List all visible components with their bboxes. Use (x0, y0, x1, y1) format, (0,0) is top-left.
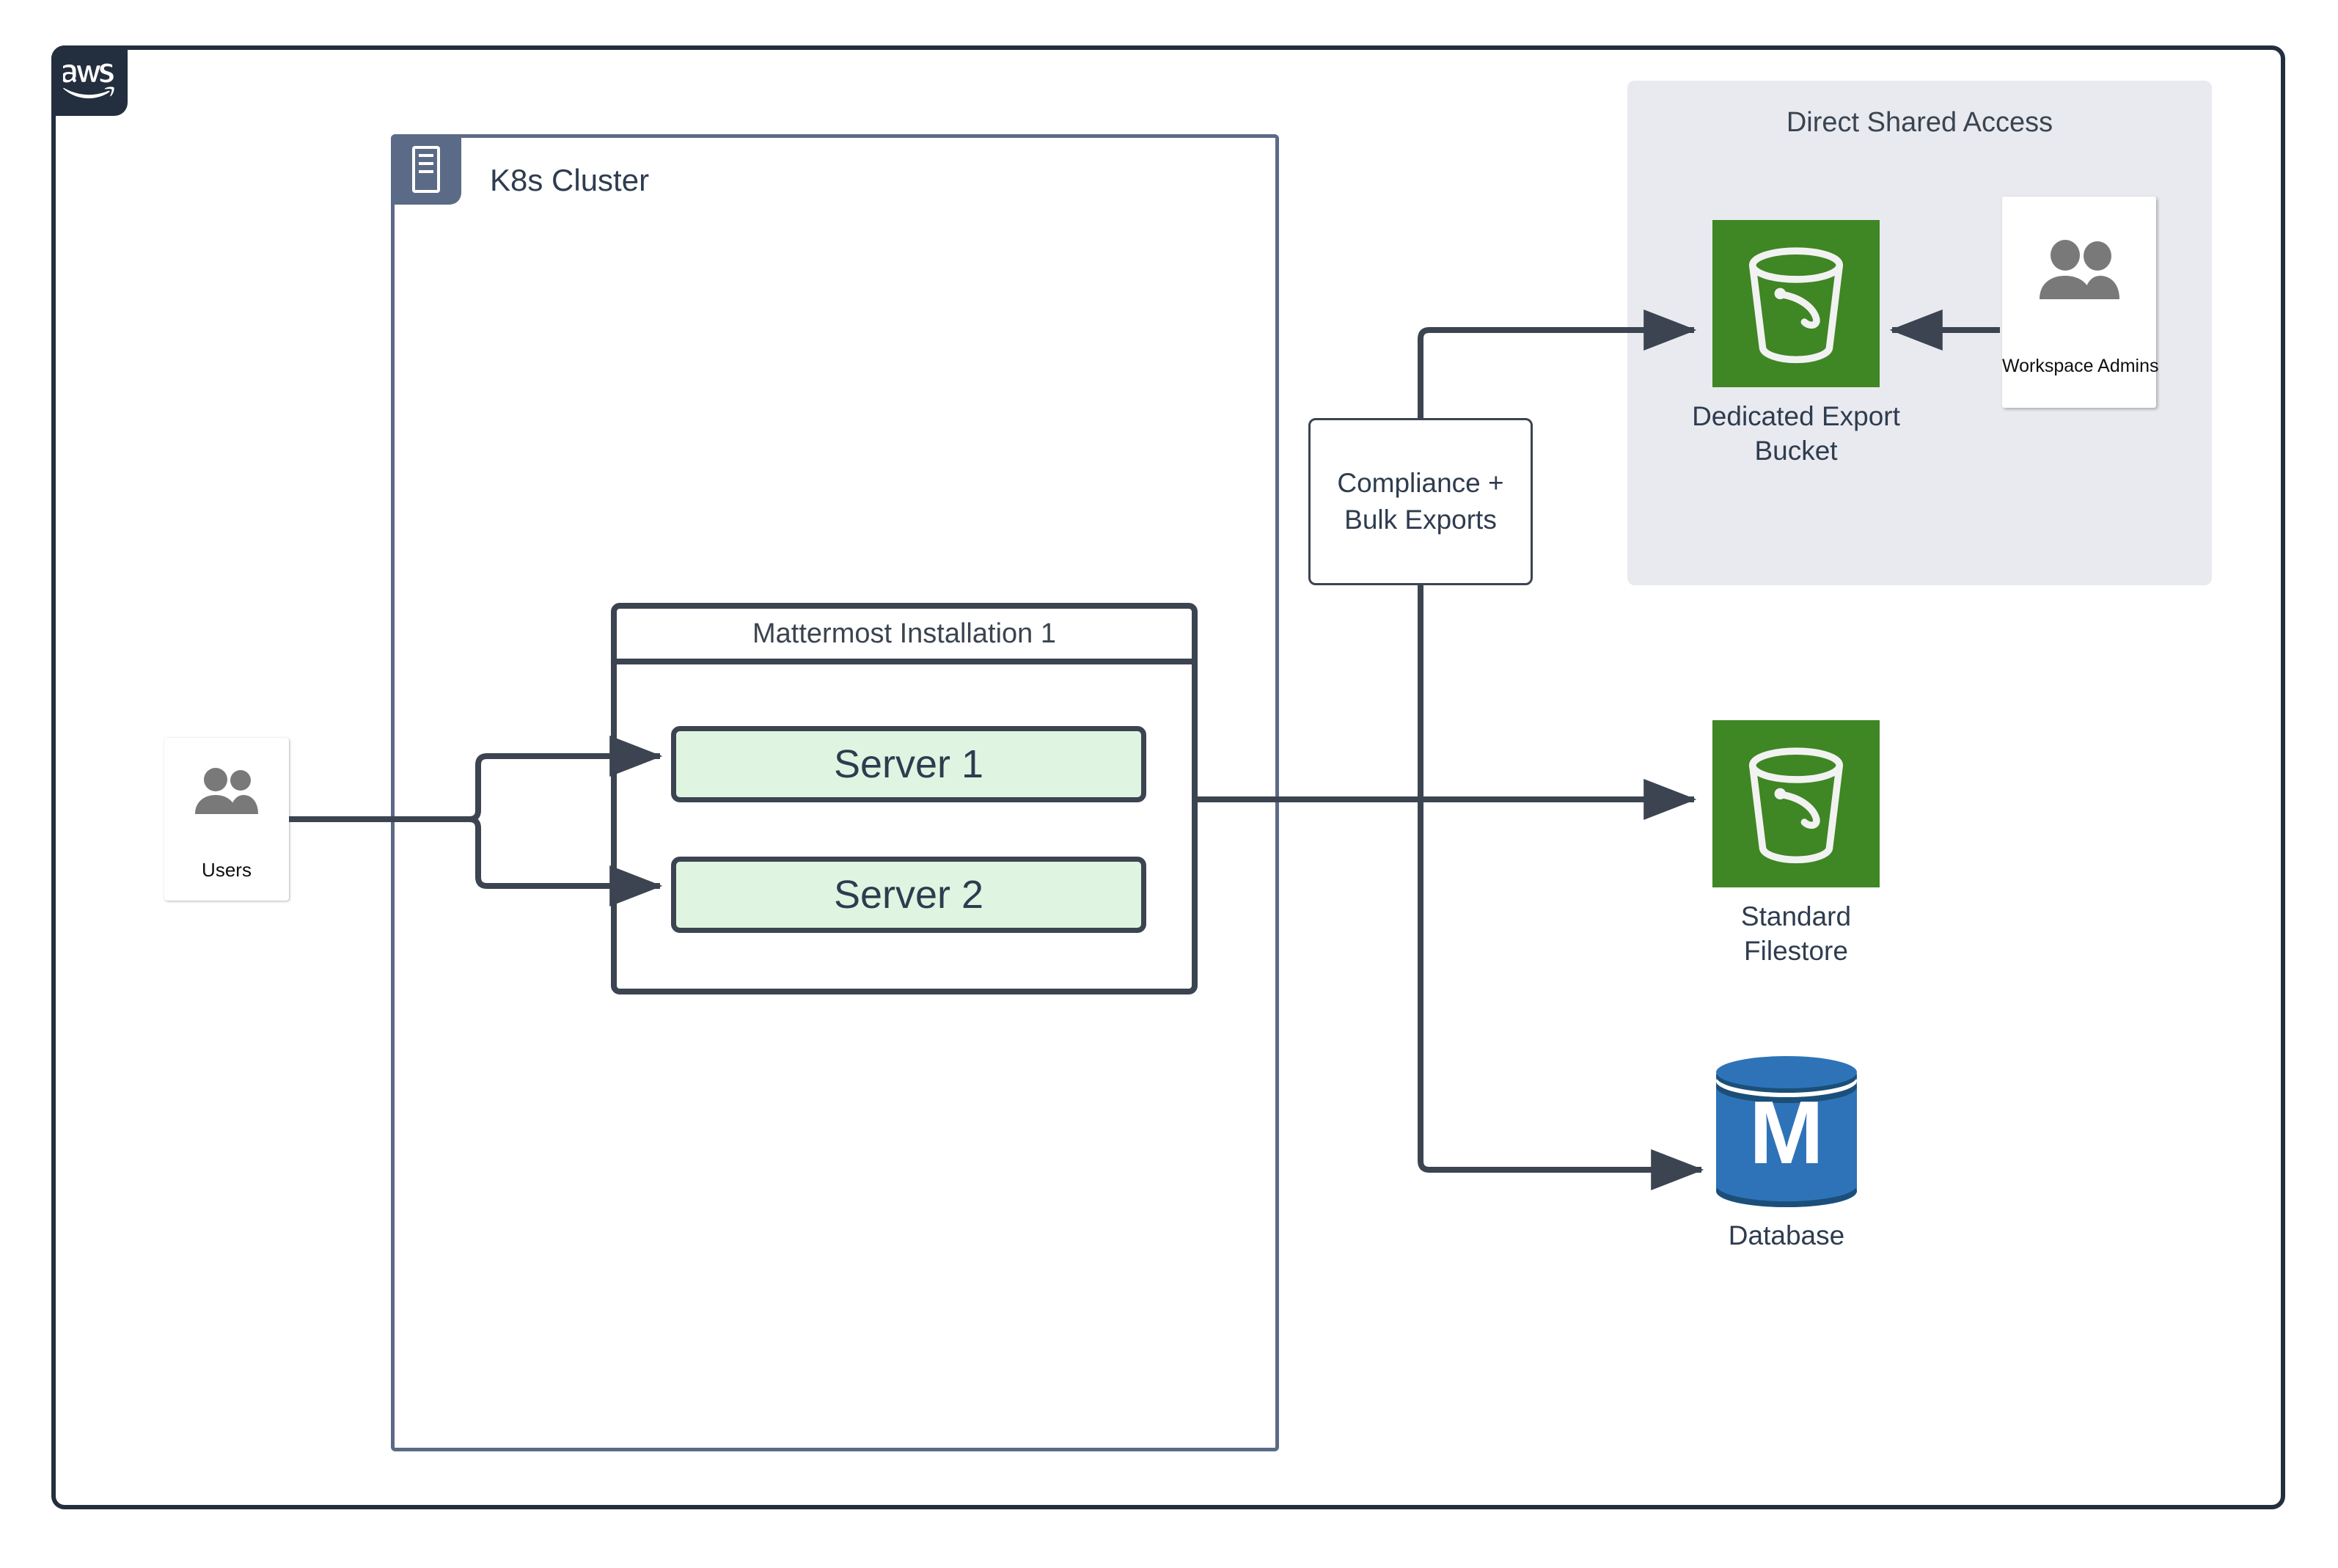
server-1-label: Server 1 (833, 742, 984, 786)
export-bucket-line-1: Dedicated Export (1692, 401, 1900, 431)
export-bucket-line-2: Bucket (1754, 436, 1838, 466)
server-2-node[interactable]: Server 2 (671, 857, 1146, 933)
people-icon (2036, 238, 2122, 307)
dedicated-export-bucket-caption: Dedicated Export Bucket (1675, 399, 1917, 469)
compliance-bulk-exports-node[interactable]: Compliance + Bulk Exports (1308, 418, 1533, 585)
database-label: Database (1728, 1220, 1845, 1250)
users-label: Users (202, 859, 252, 881)
database-glyph: M (1749, 1082, 1824, 1182)
server-1-node[interactable]: Server 1 (671, 726, 1146, 802)
compliance-line-2: Bulk Exports (1344, 505, 1497, 535)
k8s-cluster-boundary (391, 134, 1279, 1451)
workspace-admins-node[interactable]: Workspace Admins (2002, 197, 2159, 408)
dedicated-export-bucket-node[interactable]: Dedicated Export Bucket (1692, 220, 1917, 469)
mattermost-installation-header: Mattermost Installation 1 (617, 609, 1192, 664)
mattermost-installation-box: Mattermost Installation 1 Server 1 Serve… (611, 603, 1198, 994)
s3-bucket-icon (1712, 220, 1880, 387)
k8s-cluster-title: K8s Cluster (490, 163, 650, 197)
database-node[interactable]: M Database (1713, 1055, 1860, 1251)
standard-filestore-line-2: Filestore (1744, 936, 1848, 967)
direct-shared-access-title: Direct Shared Access (1786, 107, 2053, 138)
compliance-line-1: Compliance + (1337, 468, 1504, 499)
aws-cloud-boundary (51, 45, 2285, 1509)
users-node[interactable]: Users (164, 738, 289, 901)
s3-bucket-icon (1712, 720, 1880, 887)
standard-filestore-node[interactable]: Standard Filestore (1712, 720, 1880, 969)
standard-filestore-caption: Standard Filestore (1712, 899, 1880, 969)
workspace-admins-label: Workspace Admins (2002, 356, 2159, 376)
server-rack-icon (391, 134, 461, 205)
people-icon (192, 766, 261, 822)
server-2-label: Server 2 (833, 873, 984, 917)
mattermost-installation-title: Mattermost Installation 1 (752, 618, 1056, 649)
database-cylinder-icon: M (1716, 1056, 1857, 1207)
aws-logo-icon (51, 45, 128, 116)
standard-filestore-line-1: Standard (1740, 901, 1852, 931)
